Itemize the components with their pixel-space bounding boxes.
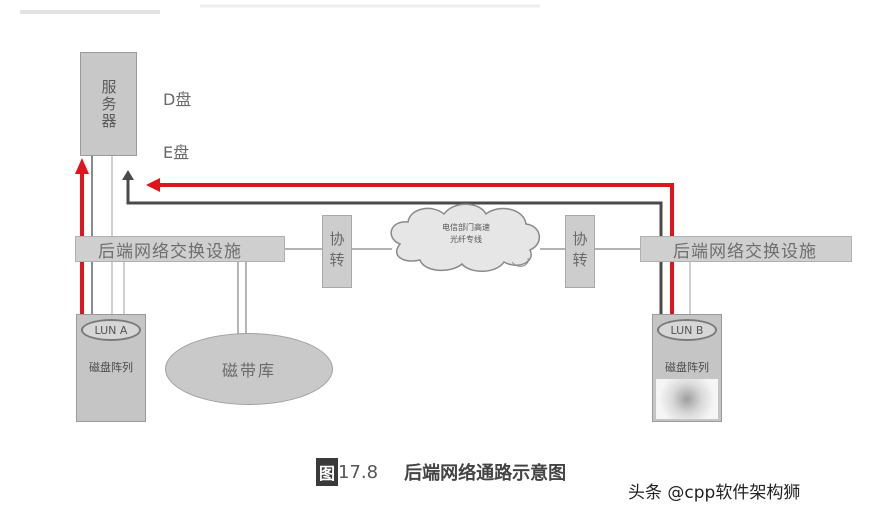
- caption-title: 后端网络通路示意图: [404, 463, 567, 484]
- array-a-label: 磁盘阵列: [89, 361, 133, 374]
- arrowhead-red-right: [146, 178, 160, 192]
- disk-array-a: LUN A 磁盘阵列: [76, 314, 146, 422]
- figure-caption: 图 17.8 后端网络通路示意图: [316, 458, 566, 486]
- arrowhead-dark: [122, 170, 134, 180]
- disk-e-label: E盘: [163, 143, 190, 162]
- array-b-label: 磁盘阵列: [665, 361, 709, 374]
- tape-library-label: 磁带库: [221, 361, 276, 380]
- switch-left-label: 后端网络交换设施: [98, 241, 242, 262]
- protocol-right-label: 协转: [570, 230, 589, 273]
- disk-glow-icon: [656, 379, 718, 419]
- path-red-b-to-server: [158, 183, 674, 314]
- cloud-label: 电信部门高速 光纤专线: [398, 222, 534, 246]
- switch-left: 后端网络交换设施: [75, 236, 285, 262]
- server-box: 服务器: [80, 52, 137, 156]
- cloud-label-line2: 光纤专线: [450, 235, 482, 244]
- lun-b: LUN B: [657, 319, 717, 341]
- watermark: 头条 @cpp软件架构狮: [628, 483, 801, 503]
- protocol-converter-left: 协转: [322, 215, 352, 288]
- protocol-left-label: 协转: [327, 230, 346, 273]
- tape-library: 磁带库: [165, 333, 333, 405]
- disk-d-label: D盘: [163, 90, 192, 109]
- disk-array-b: LUN B 磁盘阵列: [652, 314, 722, 422]
- arrowhead-red-left: [75, 158, 89, 174]
- caption-number: 17.8: [338, 461, 379, 483]
- server-label: 服务器: [99, 78, 118, 130]
- protocol-converter-right: 协转: [565, 215, 595, 288]
- switch-right: 后端网络交换设施: [640, 236, 852, 262]
- cloud-label-line1: 电信部门高速: [442, 223, 490, 232]
- lun-a: LUN A: [81, 319, 141, 341]
- cloud-curl: [511, 257, 529, 267]
- caption-badge: 图: [316, 458, 339, 486]
- switch-right-label: 后端网络交换设施: [673, 241, 817, 262]
- fiber-cloud: [390, 203, 540, 272]
